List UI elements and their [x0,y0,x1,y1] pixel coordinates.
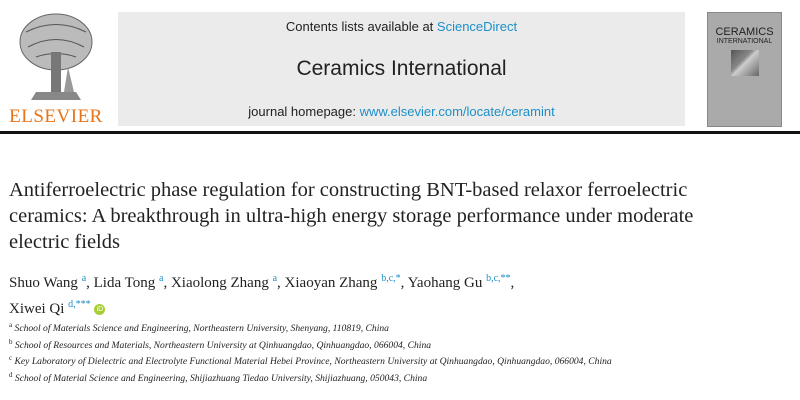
author[interactable]: Xiaolong Zhang a [170,273,278,291]
elsevier-logo[interactable]: ELSEVIER [2,12,110,127]
author[interactable]: Lida Tong a [93,273,164,291]
cover-title: CERAMICS [715,26,774,38]
affiliations: a School of Materials Science and Engine… [9,319,789,386]
author-affil-mark[interactable]: b,c,* [381,273,401,284]
author-affil-mark[interactable]: a [81,273,87,284]
affil-key: a [9,321,13,329]
journal-title[interactable]: Ceramics International [296,57,507,80]
author-name: Lida Tong [93,275,156,291]
affiliation: a School of Materials Science and Engine… [9,319,789,336]
affil-key: c [9,354,13,363]
affil-text: School of Materials Science and Engineer… [14,323,389,335]
author-name: Xiwei Qi [9,301,65,317]
author[interactable]: Shuo Wang a [9,273,87,291]
author[interactable]: Xiaoyan Zhang b,c,* [284,273,401,291]
header-divider [0,131,800,134]
paper-title: Antiferroelectric phase regulation for c… [9,179,694,253]
journal-banner: Contents lists available at ScienceDirec… [118,12,685,126]
affiliation: c Key Laboratory of Dielectric and Elect… [9,352,789,369]
sciencedirect-link[interactable]: ScienceDirect [436,19,518,34]
author[interactable]: Xiwei Qi d,*** [9,299,91,317]
author-name: Shuo Wang [9,275,78,291]
author-affil-mark[interactable]: b,c,** [486,273,511,284]
author-list: Shuo Wang a, Lida Tong a, Xiaolong Zhang… [9,273,515,317]
orcid-icon[interactable]: iD [94,304,106,315]
affil-key: b [9,337,13,346]
affil-text: School of Resources and Materials, North… [14,339,432,351]
author-affil-mark[interactable]: a [272,273,278,284]
author-affil-mark[interactable]: d,*** [68,299,91,310]
affiliation: d School of Material Science and Enginee… [9,369,789,386]
author-name: Yaohang Gu [407,275,483,291]
elsevier-wordmark: ELSEVIER [9,106,103,127]
cover-image [730,50,759,76]
cover-subtitle: INTERNATIONAL [716,38,773,45]
tree-logo-icon [19,13,93,100]
available-prefix: Contents lists available at [285,19,437,34]
journal-cover[interactable]: CERAMICS INTERNATIONAL [707,12,782,127]
affil-text: School of Material Science and Engineeri… [14,373,428,385]
affil-key: d [9,371,13,380]
author[interactable]: Yaohang Gu b,c,** [407,273,511,291]
author-name: Xiaolong Zhang [170,275,269,291]
contents-available: Contents lists available at ScienceDirec… [118,19,685,34]
homepage-prefix: journal homepage: [248,104,360,119]
journal-homepage: journal homepage: www.elsevier.com/locat… [118,104,685,119]
affil-text: Key Laboratory of Dielectric and Electro… [14,356,612,368]
homepage-link[interactable]: www.elsevier.com/locate/ceramint [359,104,555,119]
affiliation: b School of Resources and Materials, Nor… [9,336,789,353]
author-name: Xiaoyan Zhang [284,275,378,291]
author-affil-mark[interactable]: a [158,273,164,284]
